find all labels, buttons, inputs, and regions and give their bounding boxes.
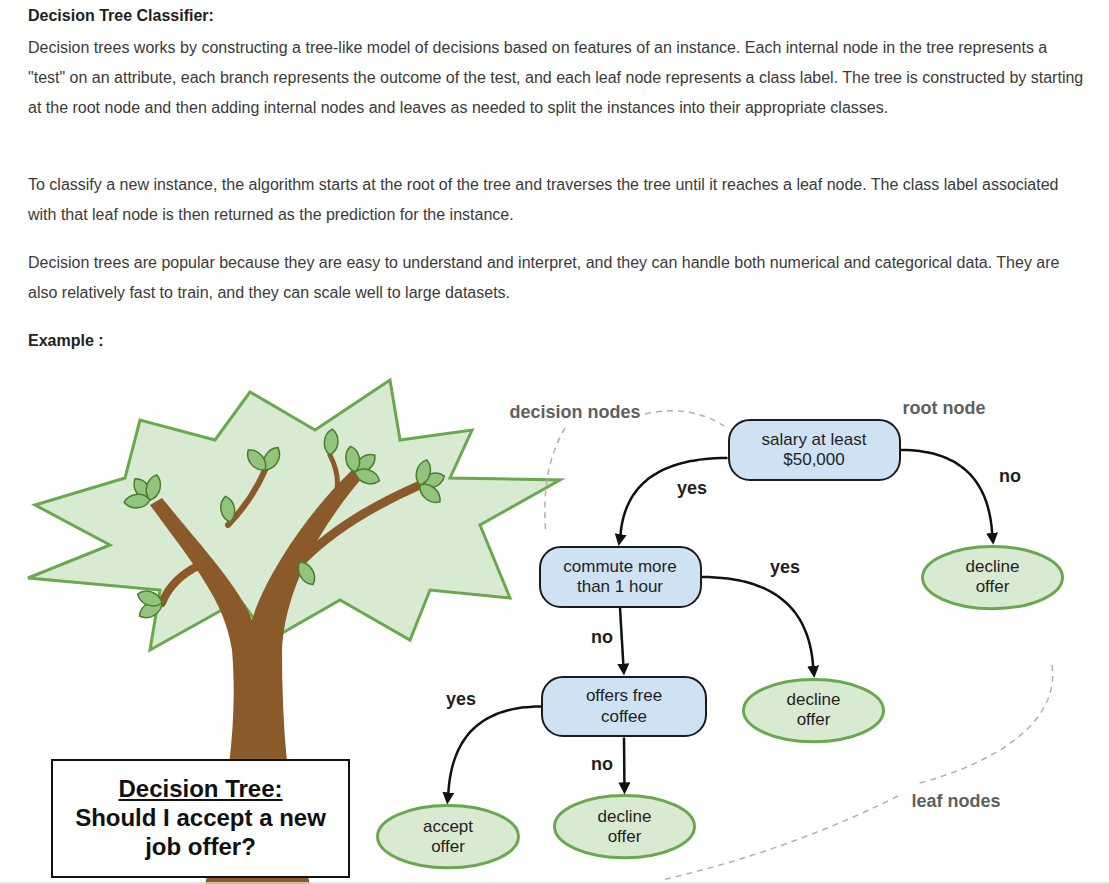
- foliage-crown: [28, 380, 560, 650]
- box-heading: Decision Tree:: [118, 775, 282, 804]
- leaf: [243, 446, 270, 475]
- connector-arrow: [623, 737, 626, 786]
- tree-branch: [162, 565, 200, 603]
- node-label: decline offer: [585, 807, 665, 848]
- leaf-ellipse: [744, 679, 884, 741]
- leaf-node: decline offer: [742, 678, 885, 743]
- example-heading: Example :: [28, 326, 428, 356]
- paragraph: Decision trees are popular because they …: [28, 248, 1088, 308]
- connector-arrow: [620, 608, 624, 668]
- connector-arrow: [620, 458, 728, 538]
- paragraph: To classify a new instance, the algorith…: [28, 170, 1088, 230]
- leaf-node: decline offer: [921, 545, 1064, 610]
- edge-label: no: [996, 466, 1024, 487]
- leaf-ellipse: [378, 806, 519, 868]
- tree-branch: [298, 485, 420, 565]
- edge-label: yes: [767, 557, 803, 578]
- annotation-label: root node: [901, 397, 988, 419]
- node-label: salary at least $50,000: [744, 430, 884, 471]
- annotation-label: leaf nodes: [909, 790, 1002, 812]
- connector-arrow: [702, 577, 814, 670]
- annotation-label: decision nodes: [507, 401, 642, 423]
- decision-node: offers free coffee: [541, 676, 707, 738]
- decision-node: commute more than 1 hour: [539, 546, 702, 608]
- edge-label: no: [588, 754, 616, 775]
- annotation-bracket: [545, 428, 565, 534]
- leaf: [143, 473, 163, 502]
- annotation-bracket: [645, 411, 724, 426]
- paragraph: Decision trees works by constructing a t…: [28, 33, 1088, 123]
- node-label: accept offer: [408, 817, 488, 858]
- connector-arrow: [901, 450, 993, 537]
- page-heading: Decision Tree Classifier:: [28, 5, 1088, 27]
- edge-label: yes: [674, 478, 710, 499]
- edge-label: no: [588, 627, 616, 648]
- node-label: offers free coffee: [574, 686, 674, 727]
- tree-branch: [330, 455, 338, 508]
- node-label: decline offer: [953, 557, 1033, 598]
- leaf-ellipse: [923, 546, 1063, 608]
- node-label: commute more than 1 hour: [555, 557, 685, 598]
- leaf: [294, 559, 319, 588]
- connector-arrow: [448, 707, 541, 797]
- leaf: [323, 429, 339, 456]
- box-question: Should I accept a new job offer?: [68, 804, 334, 862]
- edge-label: yes: [443, 689, 479, 710]
- leaf: [344, 445, 362, 473]
- title-box: Decision Tree:Should I accept a new job …: [51, 759, 350, 878]
- leaf-ellipse: [555, 796, 695, 858]
- decision-node: salary at least $50,000: [728, 419, 901, 481]
- leaf-node: accept offer: [376, 804, 520, 869]
- leaf: [219, 495, 237, 523]
- annotation-bracket: [916, 665, 1053, 784]
- leaf: [413, 458, 433, 487]
- leaf: [135, 588, 164, 610]
- leaf: [353, 466, 382, 488]
- annotation-bracket: [662, 796, 898, 880]
- page-rule: [0, 882, 1109, 884]
- leaf-node: decline offer: [553, 794, 696, 859]
- node-label: decline offer: [774, 690, 854, 731]
